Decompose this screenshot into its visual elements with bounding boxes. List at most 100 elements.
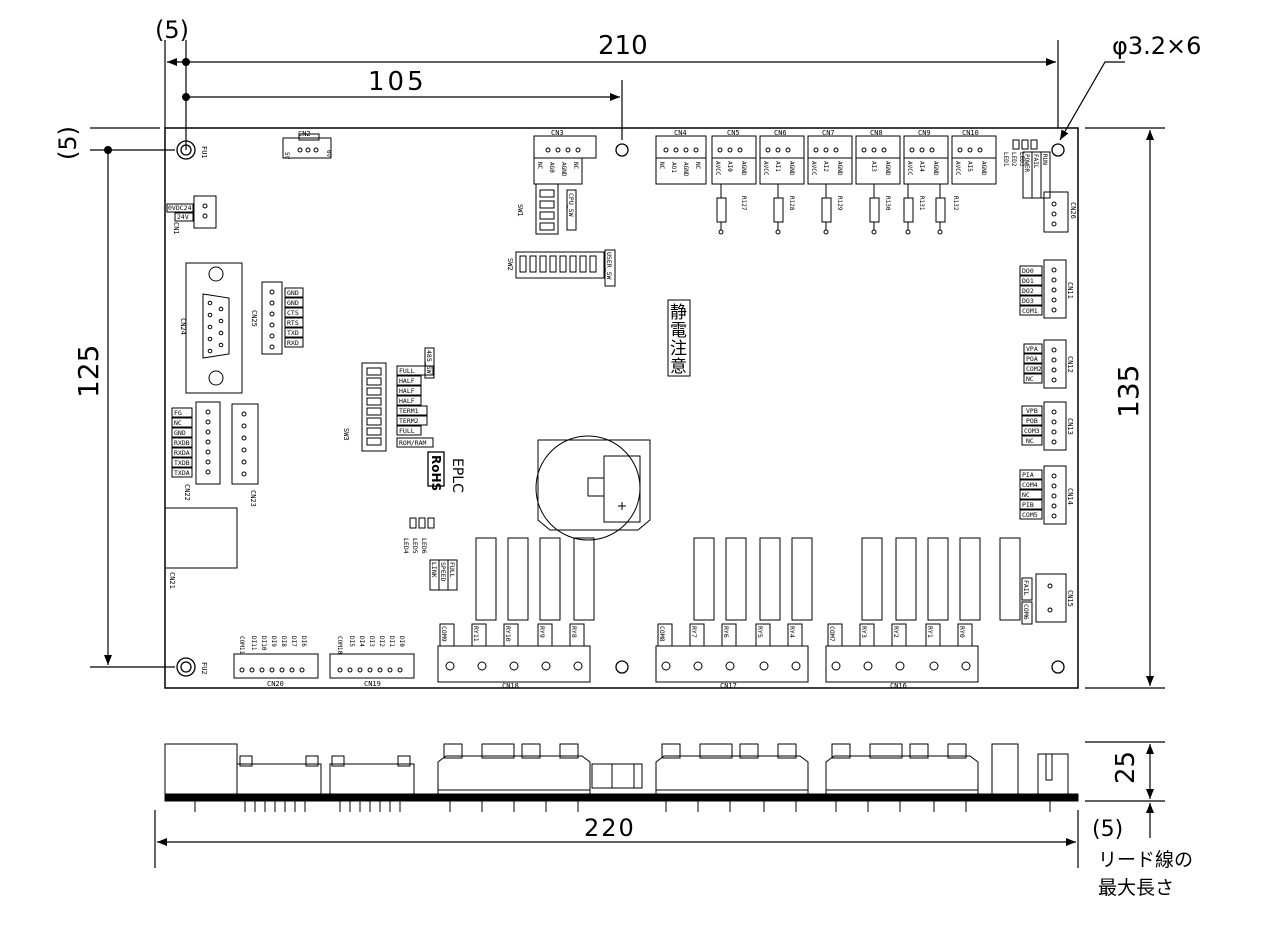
terminal-block-cn17 <box>655 623 809 683</box>
cn4-label: CN4 <box>674 129 687 137</box>
cn16-pin-3: RY2 <box>892 626 900 638</box>
cn15-pin-1: FAIL <box>1022 580 1030 596</box>
cn22-pin-7: TXDA <box>174 469 190 477</box>
cn13-pin-4: NC <box>1026 437 1034 445</box>
battery-holder <box>535 435 651 541</box>
status-led-2-label: LED2 <box>1010 152 1017 167</box>
lead-note-line1: リード線の <box>1098 849 1193 871</box>
cn19-pin-3: DI4 <box>358 636 365 647</box>
resistor-r129: R129 <box>836 196 843 211</box>
cn11-label: CN11 <box>1066 282 1074 299</box>
cn9-pin-3: AGND <box>932 161 939 176</box>
cn11-pin-2: DO1 <box>1022 277 1034 285</box>
caution-char-4: 意 <box>670 357 687 377</box>
dim-height-135: 135 <box>1112 365 1145 418</box>
analog-connectors <box>711 135 997 235</box>
cn13-pin-3: COM3 <box>1024 427 1040 435</box>
status-power-label: POWER <box>1023 154 1030 172</box>
sw3-row-4: HALF <box>399 397 415 405</box>
connector-cn13 <box>1021 401 1067 451</box>
rohs-mark: RoHS <box>429 455 443 491</box>
rohs-box <box>427 451 445 487</box>
cn3-pin-3: AGND <box>560 162 567 177</box>
cn5-pin-3: AGND <box>740 161 747 176</box>
cn19-pin-1: COM10 <box>336 636 343 654</box>
sw3-row-8: ROM/RAM <box>399 439 426 447</box>
cn23-label: CN23 <box>249 490 257 507</box>
caution-char-1: 静 <box>670 303 687 323</box>
connector-cn1 <box>166 195 217 229</box>
cn25-label: CN25 <box>250 310 258 327</box>
cn9-pin-1: AVCC <box>906 161 913 176</box>
dimension-lines <box>90 40 1165 689</box>
cn22-pin-4: RXDB <box>174 439 190 447</box>
cn2-label: CN2 <box>298 130 311 138</box>
sw3-function-label: 485_SW <box>425 350 433 374</box>
sw1-label: SW1 <box>516 204 524 217</box>
cn25-pin-1: GND <box>287 289 299 297</box>
led-link-label: LINK <box>430 562 438 578</box>
cn3-pin-4: NC <box>572 162 579 170</box>
fuse-label-1: FU1 <box>200 146 208 159</box>
cn26-label: CN26 <box>1069 202 1077 219</box>
connector-cn20 <box>233 653 319 679</box>
cn10-pin-2: AI5 <box>966 161 973 172</box>
sw2-label: SW2 <box>506 258 514 271</box>
cn11-pin-4: DO3 <box>1022 297 1034 305</box>
cn17-pin-2: RY7 <box>690 626 698 638</box>
dim-half-width: 105 <box>368 67 427 97</box>
cn16-pin-1: COM7 <box>828 626 836 642</box>
cn9-pin-2: AI4 <box>918 161 925 172</box>
status-led-3-label: LED3 <box>1018 152 1025 167</box>
dim-height-125: 125 <box>72 345 105 398</box>
resistor-r130: R130 <box>884 196 891 211</box>
status-led-1-label: LED1 <box>1002 152 1009 167</box>
led-full-label: FULL <box>448 562 456 578</box>
mounting-holes <box>176 140 1065 677</box>
status-fail-label: FAIL <box>1032 154 1039 169</box>
cn18-pin-5: RY8 <box>570 626 578 638</box>
cn3-pin-1: NC <box>536 162 543 170</box>
pcb-outline <box>164 127 1079 689</box>
cn4-pin-4: NC <box>694 162 701 170</box>
cn8-label: CN8 <box>870 129 883 137</box>
cn14-label: CN14 <box>1066 488 1074 505</box>
cn14-pin-2: COM4 <box>1022 481 1038 489</box>
cn12-pin-3: COM2 <box>1026 365 1042 373</box>
cn19-pin-6: DI1 <box>388 636 395 647</box>
dim-top-margin: (5) <box>155 16 189 44</box>
dim-width-210: 210 <box>598 31 648 61</box>
connector-cn11 <box>1019 259 1067 319</box>
connector-cn2 <box>282 133 332 159</box>
status-run-label: RUN <box>1041 154 1048 165</box>
cn17-pin-5: RY4 <box>788 626 796 638</box>
cn16-pin-4: RY1 <box>926 626 934 638</box>
cn8-pin-1: AI3 <box>870 161 877 172</box>
cn8-pin-2: AGND <box>884 161 891 176</box>
cn18-pin-3: RY10 <box>504 626 512 642</box>
connector-cn15 <box>1021 573 1067 625</box>
terminal-block-cn18 <box>437 623 591 683</box>
cn1-pin-1: 0VDC24 <box>168 204 192 212</box>
switch-sw1 <box>535 183 577 235</box>
fuse-label-2: FU2 <box>200 662 208 675</box>
cn19-pin-2: DI5 <box>348 636 355 647</box>
status-leds <box>1012 139 1051 199</box>
cn10-pin-1: AVCC <box>954 161 961 176</box>
esd-caution-mark: 静 電 注 意 <box>667 299 691 377</box>
sw3-row-1: FULL <box>399 367 415 375</box>
cn7-label: CN7 <box>822 129 835 137</box>
cn25-pin-2: GND <box>287 299 299 307</box>
cn19-label: CN19 <box>364 680 381 688</box>
sw3-row-2: HALF <box>399 377 415 385</box>
mid-leds <box>409 517 458 591</box>
lead-note-line2: 最大長さ <box>1098 877 1174 899</box>
cn17-pin-4: RY5 <box>756 626 764 638</box>
sw3-row-7: FULL <box>399 427 415 435</box>
cn3-pin-2: AG0 <box>548 162 555 173</box>
cn2-pin-1: 5V <box>283 152 290 160</box>
cn6-label: CN6 <box>774 129 787 137</box>
cn7-pin-3: AGND <box>836 161 843 176</box>
cn25-pin-4: RTS <box>287 319 299 327</box>
connector-cn14 <box>1019 465 1067 525</box>
